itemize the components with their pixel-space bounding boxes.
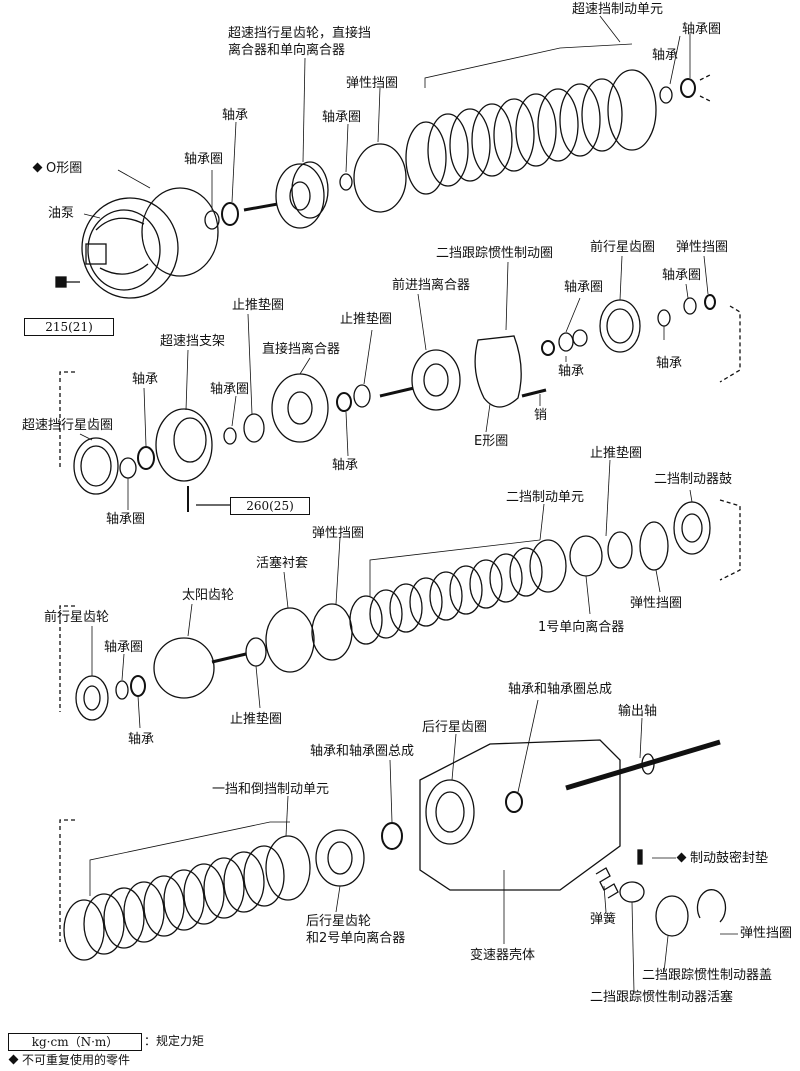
label-rear-planet-2: 和2号单向离合器 [306,931,406,946]
snap-ring-drawing [353,143,407,213]
front-planet-drawing [75,675,109,721]
od-support-drawing [155,408,213,512]
output-shaft-drawing [565,739,721,791]
race-drawing-2 [339,173,353,191]
label-second-brake-drum: 二挡制动器鼓 [654,472,733,487]
label-bearing-top-right: 轴承 [652,48,679,63]
legend-torque-unit-box: kg·cm（N·m） [8,1033,142,1051]
label-thrust-washer-b: 止推垫圈 [340,312,393,327]
label-snap-ring-top: 弹性挡圈 [346,76,399,91]
label-race-r3: 轴承圈 [104,640,144,655]
torque-box-260: 260(25) [230,497,310,515]
label-o-ring: O形圈 [32,161,83,176]
race-drawing [204,210,220,230]
label-second-brake: 二挡制动单元 [506,490,585,505]
label-bearing-r2a: 轴承 [656,356,683,371]
label-bearing-race-assy-a: 轴承和轴承圈总成 [508,682,613,697]
second-brake-pack-drawing [349,539,567,645]
label-brake-drum-gasket: 制动鼓密封垫 [676,851,769,866]
torque-box-215: 215(21) [24,318,114,336]
label-brake-drum-gasket-text: 制动鼓密封垫 [690,851,769,866]
label-race-1: 轴承圈 [184,152,224,167]
label-race-r2: 轴承圈 [662,268,702,283]
transmission-case-drawing [419,739,621,891]
label-snap-ring-r2: 弹性挡圈 [676,240,729,255]
label-forward-clutch: 前进挡离合器 [392,278,471,293]
first-reverse-brake-pack-drawing [63,835,311,961]
label-rear-ring-gear: 后行星齿圈 [422,720,488,735]
oil-pump-drawing [55,197,179,299]
legend-torque-desc: ：规定力矩 [144,1034,205,1048]
label-bearing-r2c: 轴承 [132,372,159,387]
label-race-top-mid: 轴承圈 [322,110,362,125]
label-od-planet-clutch: 超速挡行星齿轮，直接挡 [228,26,372,41]
spring-drawing [595,867,619,899]
od-ring-gear-drawing [73,437,119,495]
label-race-r2c: 轴承圈 [210,382,250,397]
label-snap-ring-r3b: 弹性挡圈 [630,596,683,611]
label-front-planet: 前行星齿轮 [44,610,110,625]
label-oil-pump: 油泵 [48,206,75,221]
second-brake-drum-drawing [673,501,711,555]
non-reusable-diamond-icon [32,162,43,173]
label-e-ring: E形圈 [474,434,509,449]
sun-gear-drawing [153,637,247,699]
label-piston-sleeve: 活塞衬套 [256,556,309,571]
bearing-drawing [221,202,239,226]
rear-planet-drawing [315,829,365,887]
label-bearing-r2b: 轴承 [558,364,585,379]
label-od-support: 超速挡支架 [160,334,226,349]
label-snap-ring-r4: 弹性挡圈 [740,926,793,941]
label-od-planet-clutch-2: 离合器和单向离合器 [228,43,346,58]
label-snap-ring-r3: 弹性挡圈 [312,526,365,541]
label-race-r2d: 轴承圈 [106,512,146,527]
label-od-ring-gear: 超速挡行星齿圈 [22,418,114,433]
label-race-r2b: 轴承圈 [564,280,604,295]
o-ring-drawing [141,187,219,277]
label-o-ring-text: O形圈 [46,161,83,176]
front-ring-gear-drawing [599,299,641,353]
label-pin: 销 [534,408,548,423]
label-coast-band: 二挡跟踪惯性制动圈 [436,246,554,261]
od-brake-pack-drawing [405,69,657,195]
label-rear-planet: 后行星齿轮 [306,914,372,929]
label-bearing-1: 轴承 [222,108,249,123]
label-thrust-washer-a: 止推垫圈 [232,298,285,313]
label-direct-clutch: 直接挡离合器 [262,342,341,357]
forward-clutch-drawing [379,349,461,411]
legend-diamond-icon [8,1054,19,1065]
legend-non-reusable: 不可重复使用的零件 [8,1052,131,1068]
label-bearing-race-assy-b: 轴承和轴承圈总成 [310,744,415,759]
label-sun-gear: 太阳齿轮 [182,588,235,603]
label-race-top-right: 轴承圈 [682,22,722,37]
legend-non-reusable-text: 不可重复使用的零件 [22,1053,131,1067]
label-one-way-clutch-1: 1号单向离合器 [538,620,625,635]
coast-band-drawing [474,335,522,408]
label-bearing-r3: 轴承 [128,732,155,747]
label-first-reverse-brake: 一挡和倒挡制动单元 [212,782,330,797]
label-case: 变速器壳体 [470,948,536,963]
od-planetary-drawing [243,161,329,229]
non-reusable-diamond-icon-2 [676,852,687,863]
label-spring: 弹簧 [590,912,617,927]
label-bearing-r2d: 轴承 [332,458,359,473]
label-coast-brake-piston: 二挡跟踪惯性制动器活塞 [590,990,734,1005]
label-thrust-washer-d: 止推垫圈 [230,712,283,727]
label-output-shaft: 输出轴 [618,704,658,719]
label-thrust-washer-c: 止推垫圈 [590,446,643,461]
label-od-brake: 超速挡制动单元 [572,2,664,17]
label-coast-brake-cover: 二挡跟踪惯性制动器盖 [642,968,773,983]
label-front-ring-gear: 前行星齿圈 [590,240,656,255]
direct-clutch-drawing [271,373,329,443]
